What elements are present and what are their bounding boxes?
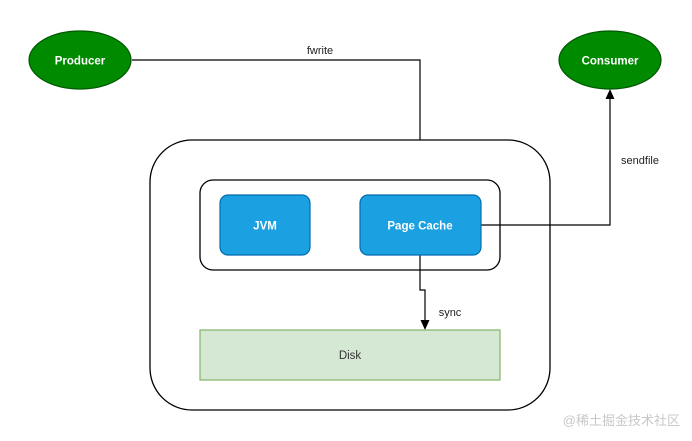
sync-connector xyxy=(419,255,426,322)
page-cache-node xyxy=(359,194,482,256)
sync-label: sync xyxy=(439,307,462,319)
consumer-label: Consumer xyxy=(582,56,639,68)
page-cache-label: Page Cache xyxy=(387,221,452,233)
jvm-label: JVM xyxy=(253,221,277,233)
fwrite-label: fwrite xyxy=(307,45,333,57)
watermark-text: @稀土掘金技术社区 xyxy=(563,413,680,428)
jvm-node xyxy=(219,194,311,256)
sendfile-arrowhead xyxy=(605,89,615,99)
consumer-node xyxy=(558,30,662,90)
sendfile-label: sendfile xyxy=(621,155,659,167)
producer-label: Producer xyxy=(55,56,106,68)
disk-node xyxy=(199,329,501,381)
fwrite-connector xyxy=(132,59,421,140)
producer-node xyxy=(28,30,132,90)
disk-label: Disk xyxy=(339,350,362,362)
sendfile-connector xyxy=(481,96,611,226)
sync-arrowhead xyxy=(420,320,430,330)
